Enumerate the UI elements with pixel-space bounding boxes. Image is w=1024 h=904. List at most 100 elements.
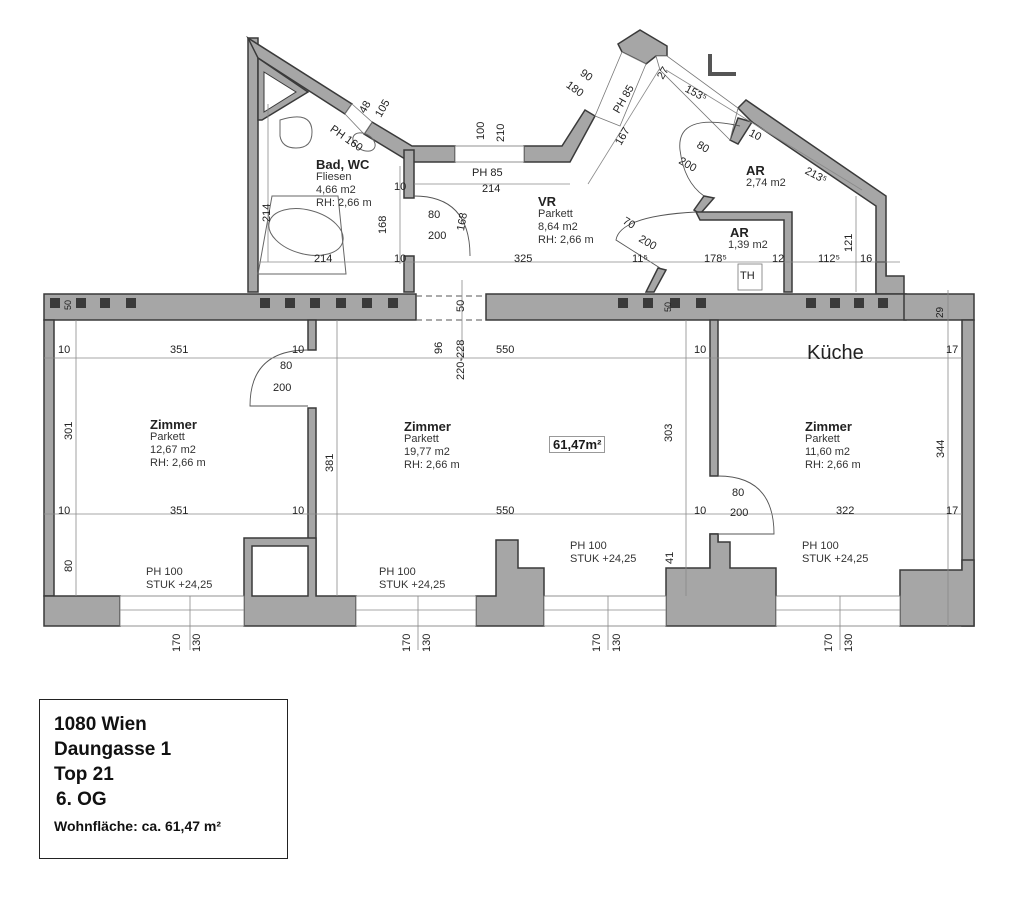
dim-z3-door-80: 80 [732,487,745,499]
dim-window-3-170: 170 [591,633,603,652]
dim-z2-10a: 10 [694,344,707,356]
dim-z2-550a: 550 [496,344,515,356]
dim-window-2-130: 130 [421,633,433,652]
room-height: RH: 2,66 m [316,197,372,209]
dim-bad-door-200: 200 [428,230,447,242]
window-label-2: PH 100 STUK +24,25 [379,566,445,592]
wall-ar-partition [694,211,793,293]
room-zimmer-2: Zimmer Parkett 19,77 m2 RH: 2,66 m [404,420,460,472]
pier-4 [665,533,777,627]
dim-z1-10b: 10 [292,344,305,356]
address-info-box: 1080 Wien Daungasse 1 Top 21 6. OG Wohnf… [39,699,288,859]
dim-z1-door-80: 80 [280,360,293,372]
dim-ar-121: 121 [843,233,855,252]
th-label: TH [740,270,755,282]
dim-z1-10d: 10 [292,505,305,517]
room-name: Bad, WC [316,157,370,172]
dim-bad-door-80: 80 [428,209,441,221]
dim-window-4-130: 130 [843,633,855,652]
room-height: RH: 2,66 m [538,234,594,246]
window-bad [344,103,373,135]
kueche-annotation: Küche [807,342,864,364]
wall-bad-left [247,37,259,293]
room-area: 8,64 m2 [538,221,578,233]
window-ph: PH 100 [379,566,416,578]
dim-window-1-130: 130 [191,633,203,652]
info-top: Top 21 [54,764,114,785]
room-area: 1,39 m2 [728,239,768,251]
wall-z1-z2-upper [307,319,317,351]
dim-window-3-130: 130 [611,633,623,652]
window-label-4: PH 100 STUK +24,25 [802,540,868,566]
dim-z2-303: 303 [663,423,675,442]
dim-bad-tub-214: 214 [314,253,333,265]
windows-bottom [119,595,901,627]
dim-z2-50: 50 [455,299,467,312]
total-area-badge: 61,47m² [549,436,606,453]
room-floor: Parkett [150,431,185,443]
dim-z3-door-200: 200 [730,507,749,519]
room-height: RH: 2,66 m [404,459,460,471]
room-floor: Fliesen [316,171,352,183]
door-bad-swing [413,195,471,257]
room-name: Zimmer [150,417,197,432]
dim-vr-window-100: 100 [475,121,487,140]
info-floor: 6. OG [56,789,107,810]
info-street: Daungasse 1 [54,739,172,760]
ar-wall-frame [655,55,739,141]
dim-vr-115: 11⁵ [632,253,648,265]
dim-z2-41: 41 [664,551,676,564]
dim-ar-16: 16 [860,253,873,265]
dim-z3-50: 50 [663,301,673,312]
dim-bad-168: 168 [377,215,389,234]
room-area: 11,60 m2 [805,446,851,458]
dim-z2-550b: 550 [496,505,515,517]
window-vr [454,145,525,163]
dim-z3-322: 322 [836,505,855,517]
dimension-lines [44,67,962,650]
room-name: Zimmer [404,419,451,434]
entrance-door-frame [594,51,647,127]
room-ar-1: AR 2,74 m2 [746,164,786,190]
wall-main-far-right [903,293,975,321]
wall-left-outer [43,319,55,597]
dim-z3-29: 29 [935,306,946,318]
pier-5 [899,559,975,627]
dim-z1-10a: 10 [58,344,71,356]
dim-vr-10b: 10 [394,253,407,265]
dim-ar-12: 12 [772,253,785,265]
dim-window-1-170: 170 [171,633,183,652]
wall-right-step [875,261,905,295]
dim-vr-ph85: PH 85 [472,167,503,179]
window-label-1: PH 100 STUK +24,25 [146,566,212,592]
dim-ar-1785: 178⁵ [704,253,727,265]
dim-bad-left-214: 214 [261,203,273,222]
toilet-icon [279,116,313,149]
north-indicator-icon [708,54,736,76]
window-ph: PH 100 [146,566,183,578]
dim-z1-301: 301 [63,421,75,440]
sink-icon [352,132,376,152]
dim-z1-80: 80 [63,559,75,572]
dim-vr-10a: 10 [394,181,407,193]
room-floor: Parkett [404,433,439,445]
dim-z2-220-228: 220-228 [455,339,467,380]
info-city: 1080 Wien [54,714,147,735]
dim-z1-351a: 351 [170,344,189,356]
window-stuk: STUK +24,25 [570,553,637,565]
room-area: 4,66 m2 [316,184,356,196]
dim-vr-325: 325 [514,253,533,265]
dim-vr-214: 214 [482,183,501,195]
wall-bad-vr [403,149,415,199]
room-bad: Bad, WC Fliesen 4,66 m2 RH: 2,66 m [316,158,372,210]
room-zimmer-1: Zimmer Parkett 12,67 m2 RH: 2,66 m [150,418,206,470]
door-ar2-swing [615,211,697,269]
room-vr: VR Parkett 8,64 m2 RH: 2,66 m [538,195,594,247]
room-area: 2,74 m2 [746,177,786,189]
window-stuk: STUK +24,25 [146,579,213,591]
wall-main-left [43,293,417,321]
window-stuk: STUK +24,25 [379,579,446,591]
room-height: RH: 2,66 m [805,459,861,471]
wall-bad-vr-lower [403,255,415,293]
dim-ar-1125: 112⁵ [818,253,841,265]
